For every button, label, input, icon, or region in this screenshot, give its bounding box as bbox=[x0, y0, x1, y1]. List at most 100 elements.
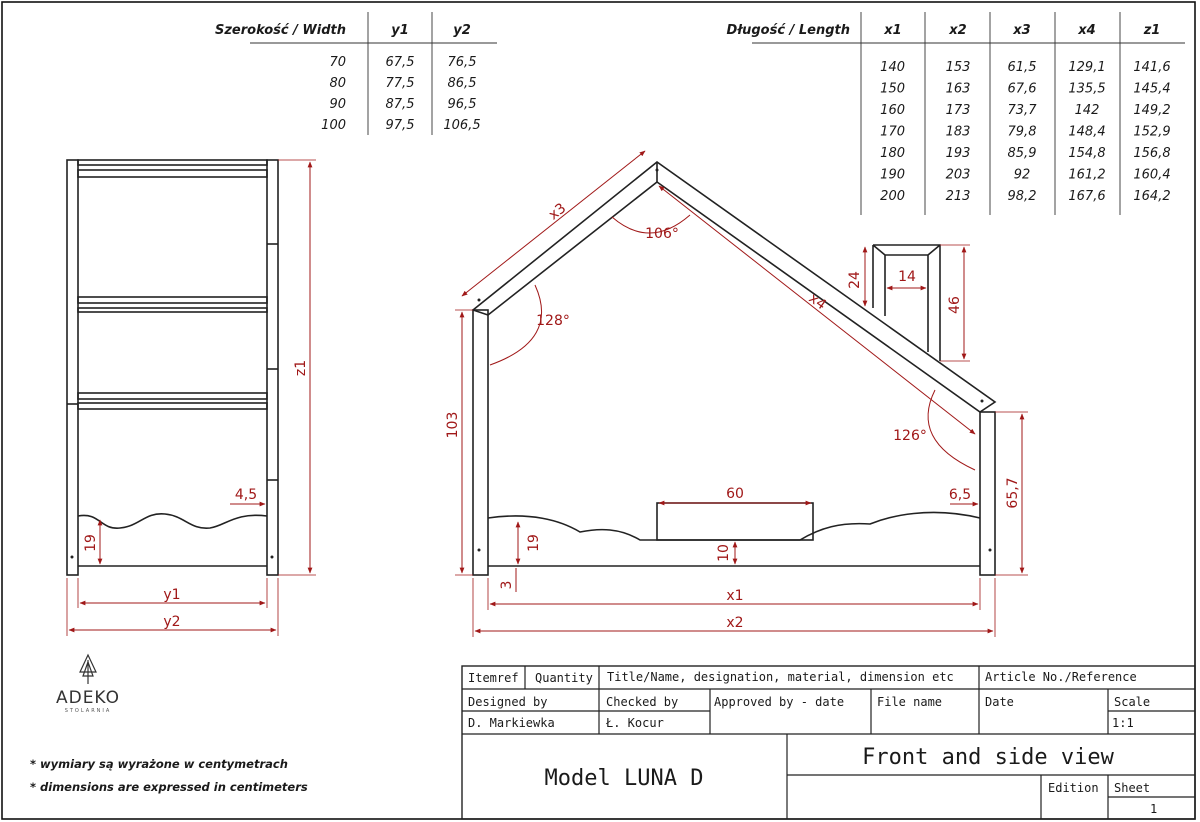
tb-model: Model LUNA D bbox=[545, 766, 704, 791]
tb-itemref: Itemref bbox=[468, 671, 519, 685]
length-header-z1: z1 bbox=[1143, 23, 1161, 38]
width-table-cell: 67,5 bbox=[386, 55, 415, 70]
length-table-cell: 190 bbox=[880, 168, 905, 183]
length-table-cell: 73,7 bbox=[1008, 103, 1038, 118]
length-header-x3: x3 bbox=[1012, 23, 1030, 38]
logo-name: ADEKO bbox=[56, 688, 120, 708]
dim-angle-128: 128° bbox=[536, 313, 570, 329]
width-table-cell: 70 bbox=[329, 55, 346, 70]
length-table-cell: 183 bbox=[946, 125, 971, 140]
note-polish: * wymiary są wyrażone w centymetrach bbox=[30, 757, 288, 771]
tb-sheet-label: Sheet bbox=[1114, 781, 1150, 795]
dim-angle-106: 106° bbox=[645, 226, 679, 242]
length-table-cell: 142 bbox=[1075, 103, 1100, 118]
length-table-cell: 163 bbox=[946, 82, 971, 97]
length-table-cell: 154,8 bbox=[1068, 146, 1105, 161]
tb-file-name-label: File name bbox=[877, 695, 942, 709]
dim-angle-126: 126° bbox=[893, 428, 927, 444]
dim-y1: y1 bbox=[163, 587, 180, 603]
dim-19-side: 19 bbox=[83, 534, 99, 552]
length-table-cell: 153 bbox=[946, 60, 971, 75]
dim-x4: x4 bbox=[806, 290, 829, 313]
length-table-cell: 164,2 bbox=[1133, 189, 1170, 204]
width-table-cell: 100 bbox=[321, 118, 346, 133]
length-table-cell: 149,2 bbox=[1133, 103, 1170, 118]
tb-checked-by-label: Checked by bbox=[606, 695, 678, 709]
tb-approved-label: Approved by - date bbox=[714, 695, 844, 709]
front-view: x3 x4 106° 128° 126° 103 24 14 46 65,7 6… bbox=[445, 150, 1028, 637]
tb-date-label: Date bbox=[985, 695, 1014, 709]
title-block: Itemref Quantity Title/Name, designation… bbox=[461, 665, 1196, 820]
dim-6-5: 6,5 bbox=[949, 487, 971, 503]
width-header-size: Szerokość / Width bbox=[215, 23, 346, 38]
length-table-cell: 79,8 bbox=[1008, 125, 1037, 140]
length-table-cell: 140 bbox=[880, 60, 905, 75]
length-table-cell: 173 bbox=[946, 103, 971, 118]
length-table-cell: 161,2 bbox=[1068, 168, 1105, 183]
length-table-cell: 129,1 bbox=[1068, 60, 1105, 75]
length-table-cell: 167,6 bbox=[1068, 189, 1105, 204]
side-view: z1 y1 y2 4,5 19 bbox=[66, 159, 316, 636]
tree-icon bbox=[79, 653, 97, 684]
dim-x3: x3 bbox=[546, 200, 569, 223]
length-header-x4: x4 bbox=[1077, 23, 1095, 38]
dim-x1: x1 bbox=[726, 588, 743, 604]
tb-quantity: Quantity bbox=[535, 671, 593, 685]
length-table-cell: 61,5 bbox=[1008, 60, 1037, 75]
dim-19-front: 19 bbox=[526, 534, 542, 552]
tb-designed-by: D. Markiewka bbox=[468, 716, 555, 730]
length-table-cell: 148,4 bbox=[1068, 125, 1105, 140]
length-table-cell: 145,4 bbox=[1133, 82, 1170, 97]
tb-scale: 1:1 bbox=[1112, 716, 1134, 730]
length-table-cell: 160 bbox=[880, 103, 905, 118]
dim-y2: y2 bbox=[163, 614, 180, 630]
width-table-cell: 90 bbox=[329, 97, 346, 112]
length-table-cell: 85,9 bbox=[1008, 146, 1037, 161]
length-table-cell: 92 bbox=[1014, 168, 1031, 183]
adeko-logo: ADEKO STOLARNIA bbox=[56, 653, 120, 714]
note-english: * dimensions are expressed in centimeter… bbox=[30, 780, 308, 794]
width-table-cell: 96,5 bbox=[448, 97, 477, 112]
length-header-size: Długość / Length bbox=[726, 23, 850, 38]
tb-view-title: Front and side view bbox=[862, 745, 1114, 770]
width-table-cell: 80 bbox=[329, 76, 346, 91]
tb-designed-by-label: Designed by bbox=[468, 695, 547, 709]
tb-title-desc: Title/Name, designation, material, dimen… bbox=[607, 670, 954, 684]
width-table-cell: 97,5 bbox=[386, 118, 415, 133]
length-table-cell: 150 bbox=[880, 82, 905, 97]
width-table-cell: 77,5 bbox=[386, 76, 415, 91]
length-table-cell: 193 bbox=[946, 146, 971, 161]
tb-sheet: 1 bbox=[1150, 802, 1157, 816]
dim-60: 60 bbox=[726, 486, 744, 502]
length-table-cell: 180 bbox=[880, 146, 905, 161]
dim-24: 24 bbox=[847, 271, 863, 289]
length-table-cell: 141,6 bbox=[1133, 60, 1170, 75]
dim-3: 3 bbox=[499, 581, 515, 590]
length-table-cell: 160,4 bbox=[1133, 168, 1170, 183]
dim-4-5: 4,5 bbox=[235, 487, 257, 503]
dim-14: 14 bbox=[898, 269, 916, 285]
length-table-cell: 203 bbox=[946, 168, 971, 183]
width-header-y2: y2 bbox=[453, 23, 471, 38]
length-table-cell: 213 bbox=[946, 189, 971, 204]
logo-subtitle: STOLARNIA bbox=[65, 708, 112, 714]
tb-article: Article No./Reference bbox=[985, 670, 1137, 684]
length-table-cell: 98,2 bbox=[1008, 189, 1037, 204]
width-header-y1: y1 bbox=[391, 23, 409, 38]
length-table-cell: 152,9 bbox=[1133, 125, 1170, 140]
tb-scale-label: Scale bbox=[1114, 695, 1150, 709]
width-table-cell: 87,5 bbox=[386, 97, 415, 112]
length-table-cell: 170 bbox=[880, 125, 905, 140]
length-table-cell: 156,8 bbox=[1133, 146, 1170, 161]
dim-103: 103 bbox=[445, 412, 461, 439]
dim-46: 46 bbox=[947, 296, 963, 314]
length-table-cell: 200 bbox=[880, 189, 905, 204]
length-table-cell: 135,5 bbox=[1068, 82, 1105, 97]
width-table-cell: 86,5 bbox=[448, 76, 477, 91]
dim-65-7: 65,7 bbox=[1005, 477, 1021, 508]
dim-z1: z1 bbox=[293, 360, 309, 376]
tb-checked-by: Ł. Kocur bbox=[605, 716, 664, 730]
